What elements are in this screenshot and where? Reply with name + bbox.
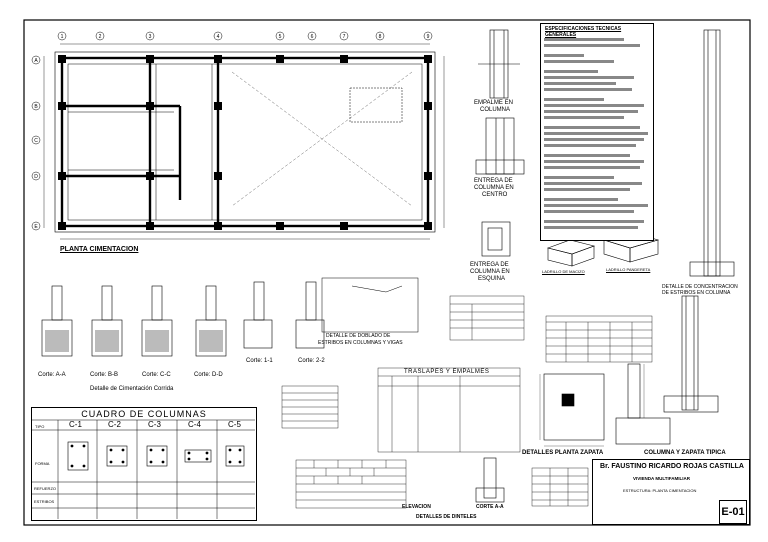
axis-top-5: 5 <box>279 34 282 40</box>
axis-side-B: B <box>34 104 38 110</box>
dintel-section <box>475 457 505 503</box>
plan-columns <box>58 55 432 230</box>
col-c4: C-4 <box>188 420 201 429</box>
plan-walls <box>60 56 430 228</box>
corte-aa-label: Corte: A-A <box>38 372 66 378</box>
plan-void <box>231 71 413 207</box>
cuadro-columnas: CUADRO DE COLUMNAS TIPO FORMA REFUERZO E… <box>31 407 257 521</box>
empalme-label-2: COLUMNA <box>480 107 511 113</box>
axis-side-D: D <box>34 174 38 180</box>
concentration-detail <box>663 295 719 413</box>
axis-bubbles <box>31 31 433 231</box>
cuadro-columnas-grid <box>31 419 255 519</box>
column-elevation <box>689 29 735 277</box>
axis-side-A: A <box>34 58 38 64</box>
corte-aa-dintel-label: CORTE A-A <box>476 504 504 510</box>
dintel-elevation <box>295 459 407 509</box>
ladrillo-macizo-label: LADRILLO DE MACIZO <box>542 269 585 274</box>
entrega-esquina-detail <box>481 221 511 257</box>
elevacion-label: ELEVACION <box>402 504 431 510</box>
brick-wall-left <box>281 385 339 429</box>
traslapes-table <box>377 367 521 453</box>
zapata-tipica-label: COLUMNA Y ZAPATA TIPICA <box>644 450 726 456</box>
plan-title: PLANTA CIMENTACION <box>60 246 139 253</box>
table-anclajes <box>545 315 653 363</box>
bachiller-name: Br. FAUSTINO RICARDO ROJAS CASTILLA <box>600 463 744 470</box>
entrega-esquina-3: ESQUINA <box>478 276 506 282</box>
entrega-esquina-2: COLUMNA EN <box>470 269 510 275</box>
traslapes-title: TRASLAPES Y EMPALMES <box>404 369 490 375</box>
col-c3: C-3 <box>148 420 161 429</box>
sheet-code: E-01 <box>719 500 747 524</box>
row-tipo: TIPO <box>35 424 45 429</box>
legend-table <box>531 467 589 507</box>
cortes-sections <box>41 281 325 357</box>
corte-bb-label: Corte: B-B <box>90 372 119 378</box>
zapata-plan-label: DETALLES PLANTA ZAPATA <box>522 450 604 456</box>
doblado-label-2: ESTRIBOS EN COLUMNAS Y VIGAS <box>318 340 403 346</box>
col-c1: C-1 <box>69 420 82 429</box>
axis-top-3: 3 <box>149 34 152 40</box>
empalme-detail <box>478 29 520 99</box>
doblado-detail <box>321 277 419 333</box>
axis-top-4: 4 <box>217 34 220 40</box>
title-block: Br. FAUSTINO RICARDO ROJAS CASTILLA VIVI… <box>592 459 750 525</box>
cortes-caption: Detalle de Cimentación Corrida <box>90 386 174 392</box>
axis-top-9: 9 <box>427 34 430 40</box>
row-estribos: ESTRIBOS <box>34 499 55 504</box>
corte-11-label: Corte: 1-1 <box>246 358 273 364</box>
project-name: VIVIENDA MULTIFAMILIAR <box>633 476 690 481</box>
col-c5: C-5 <box>228 420 241 429</box>
plan-name: ESTRUCTURA: PLANTA CIMENTACION <box>623 488 697 493</box>
specs-box: ESPECIFICACIONES TECNICAS GENERALES <box>540 23 654 241</box>
dinteles-label: DETALLES DE DINTELES <box>416 514 477 520</box>
entrega-centro-3: CENTRO <box>482 192 508 198</box>
axis-top-8: 8 <box>379 34 382 40</box>
entrega-centro-1: ENTREGA DE <box>474 178 513 184</box>
entrega-esquina-1: ENTREGA DE <box>470 262 509 268</box>
corte-dd-label: Corte: D-D <box>194 372 223 378</box>
axis-side-C: C <box>34 138 38 144</box>
corte-cc-label: Corte: C-C <box>142 372 171 378</box>
axis-top-6: 6 <box>311 34 314 40</box>
axis-side-E: E <box>34 224 38 230</box>
cuadro-columnas-title: CUADRO DE COLUMNAS <box>81 409 207 419</box>
concentracion-1: DETALLE DE CONCENTRACION <box>662 284 738 290</box>
entrega-centro-detail <box>475 117 525 175</box>
ladrillo-pandereta-label: LADRILLO PANDERETA <box>606 267 651 272</box>
row-forma: FORMA <box>35 461 50 466</box>
axis-top-1: 1 <box>61 34 64 40</box>
zapata-plan <box>539 373 605 447</box>
concentracion-2: DE ESTRIBOS EN COLUMNA <box>662 290 731 296</box>
col-c2: C-2 <box>108 420 121 429</box>
axis-top-2: 2 <box>99 34 102 40</box>
plan-grid <box>43 43 445 240</box>
table-recubrimientos <box>449 295 525 341</box>
axis-top-7: 7 <box>343 34 346 40</box>
zapata-tipica <box>615 363 671 445</box>
row-refuerzo: REFUERZO <box>34 486 56 491</box>
column-shapes <box>67 441 245 471</box>
entrega-centro-2: COLUMNA EN <box>474 185 514 191</box>
empalme-label-1: EMPALME EN <box>474 100 513 106</box>
plan-walls-inner <box>67 63 423 221</box>
corte-22-label: Corte: 2-2 <box>298 358 325 364</box>
doblado-label-1: DETALLE DE DOBLADO DE <box>326 333 391 339</box>
specs-title: ESPECIFICACIONES TECNICAS GENERALES <box>545 26 622 38</box>
